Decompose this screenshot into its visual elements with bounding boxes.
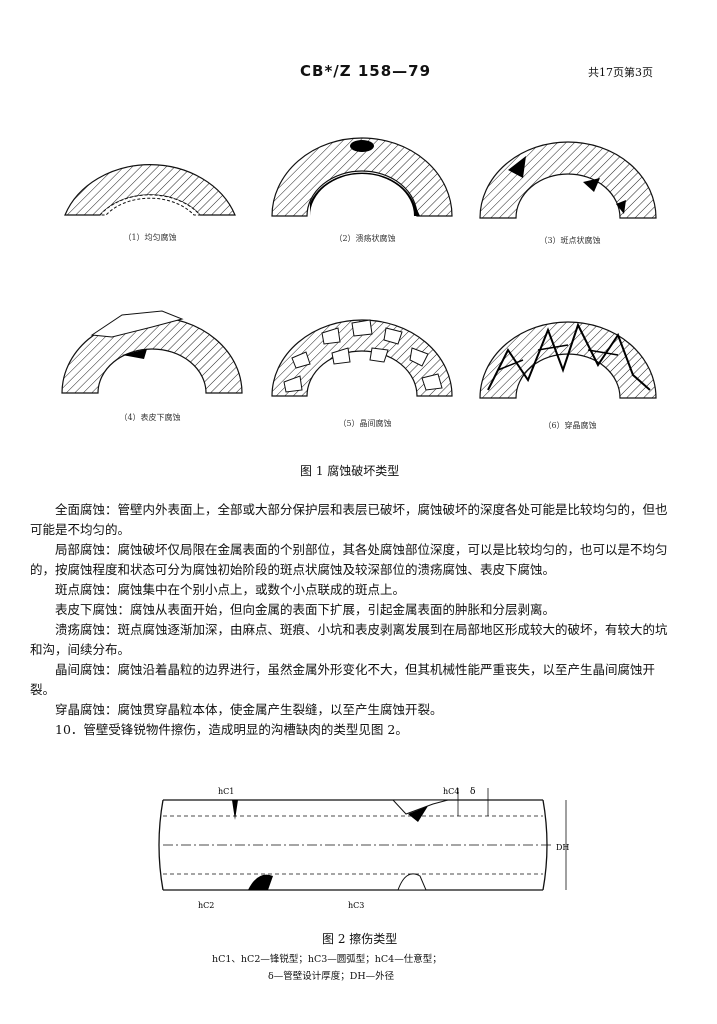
document-code: CB*/Z 158—79: [300, 62, 432, 80]
subfigure-label: （1）均匀腐蚀: [123, 233, 177, 242]
page-number: 共17页第3页: [588, 66, 653, 79]
subfigure-label: （5）晶间腐蚀: [338, 419, 392, 428]
body-text: 全面腐蚀：管壁内外表面上，全部或大部分保护层和表层已破坏，腐蚀破坏的深度各处可能…: [30, 500, 670, 740]
subfigure-label: （3）斑点状腐蚀: [539, 236, 601, 245]
spot-corrosion-diagram: [479, 141, 657, 219]
paragraph: 表皮下腐蚀：腐蚀从表面开始，但向金属的表面下扩展，引起金属表面的肿胀和分层剥离。: [55, 602, 556, 617]
subfigure-label: （2）溃疡状腐蚀: [334, 234, 396, 243]
scratch-types-diagram: hC1 hC4 δ DH hC2 hC3: [158, 787, 569, 910]
subfigure-label: （4）表皮下腐蚀: [119, 413, 181, 422]
intergranular-corrosion-diagram: [271, 319, 453, 397]
paragraph: 溃疡腐蚀：斑点腐蚀逐渐加深，由麻点、斑痕、小坑和表皮剥离发展到在局部地区形成较大…: [30, 622, 668, 657]
figure-2-title: 图 2 擦伤类型: [322, 932, 398, 946]
uniform-corrosion-diagram: [64, 164, 236, 216]
paragraph: 局部腐蚀：腐蚀破坏仅局限在金属表面的个别部位，其各处腐蚀部位深度，可以是比较均匀…: [30, 542, 668, 577]
wall-thickness-label: δ: [470, 787, 475, 797]
subsurface-corrosion-diagram: [61, 310, 243, 394]
outer-diameter-label: DH: [556, 843, 569, 852]
transgranular-corrosion-diagram: [479, 321, 657, 399]
subfigure-label: （6）穿晶腐蚀: [543, 421, 597, 430]
paragraph: 全面腐蚀：管壁内外表面上，全部或大部分保护层和表层已破坏，腐蚀破坏的深度各处可能…: [30, 502, 668, 537]
figure-2-legend: hC1、hC2—锋锐型；hC3—圆弧型；hC4—仕意型；: [212, 954, 442, 965]
paragraph: 10．管壁受锋锐物件擦伤，造成明显的沟槽缺肉的类型见图 2。: [55, 722, 408, 737]
scratch-label-h1: hC1: [218, 787, 234, 796]
paragraph: 斑点腐蚀：腐蚀集中在个别小点上，或数个小点联成的斑点上。: [55, 582, 406, 597]
scratch-label-h3: hC3: [348, 901, 364, 910]
paragraph: 晶间腐蚀：腐蚀沿着晶粒的边界进行，虽然金属外形变化不大，但其机械性能严重丧失，以…: [30, 662, 656, 697]
scratch-label-h4: hC4: [443, 787, 459, 796]
figure-1-title: 图 1 腐蚀破坏类型: [300, 464, 400, 478]
paragraph: 穿晶腐蚀：腐蚀贯穿晶粒本体，使金属产生裂缝，以至产生腐蚀开裂。: [55, 702, 443, 717]
figure-2-legend: δ—管壁设计厚度；DH—外径: [268, 971, 395, 982]
scratch-label-h2: hC2: [198, 901, 214, 910]
ulcer-corrosion-diagram: [271, 137, 453, 217]
